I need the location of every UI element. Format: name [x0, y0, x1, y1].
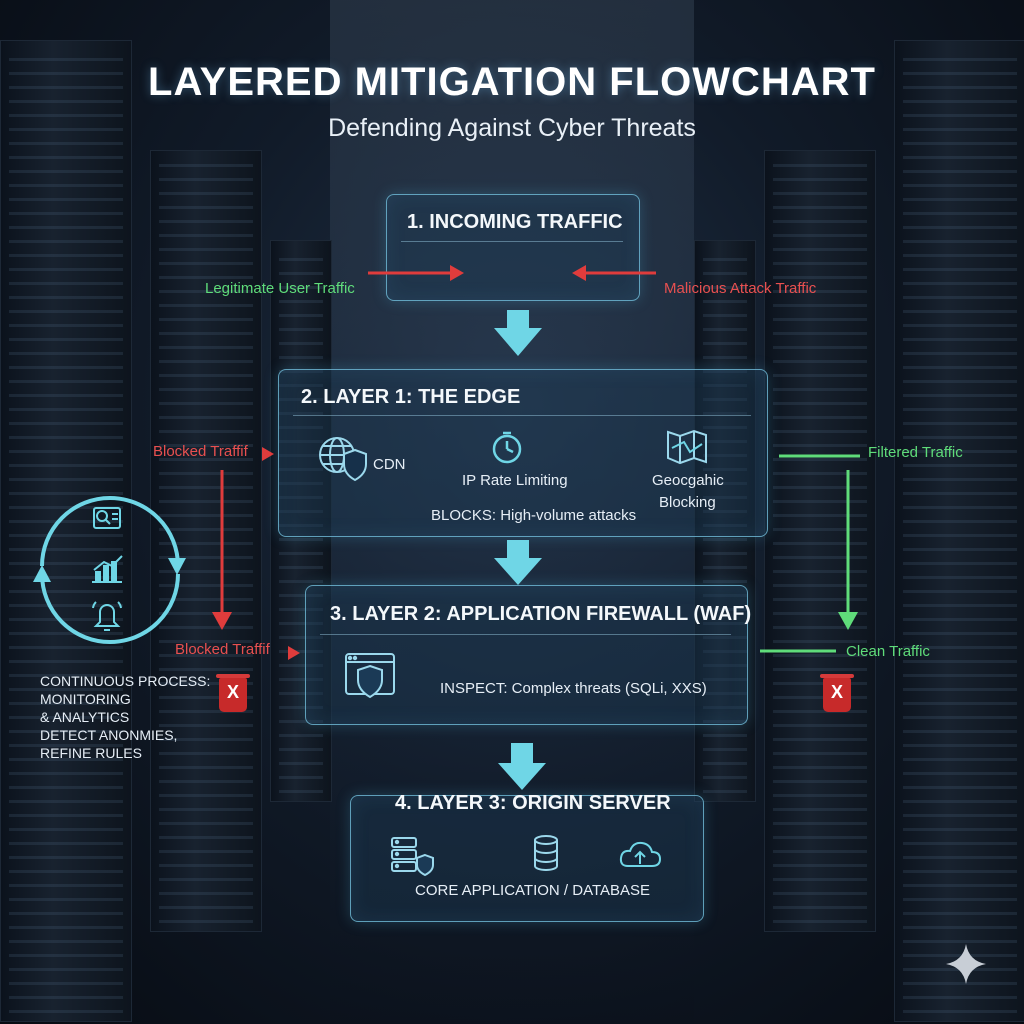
blocked-path-left [212, 447, 300, 660]
continuous-process-text: CONTINUOUS PROCESS: MONITORING & ANALYTI… [40, 672, 210, 762]
edge-divider [293, 415, 751, 416]
malicious-traffic-arrow [572, 265, 656, 281]
process-line-2: MONITORING [40, 691, 131, 707]
page-title: LAYERED MITIGATION FLOWCHART [148, 60, 876, 104]
analytics-chart-icon [92, 555, 123, 583]
cloud-upload-icon [619, 841, 662, 867]
incoming-divider [401, 241, 623, 242]
blocked-trash-bin-left: X [216, 674, 250, 712]
clean-traffic-label: Clean Traffic [846, 643, 930, 660]
continuous-cycle [33, 496, 186, 644]
blocked-traffic-label-2: Blocked Traffif [175, 641, 270, 658]
process-line-4: DETECT ANONMIES, [40, 727, 178, 743]
incoming-traffic-box: 1. INCOMING TRAFFIC [386, 194, 640, 301]
map-icon [667, 429, 707, 465]
server-shield-icon [391, 837, 434, 877]
legitimate-traffic-label: Legitimate User Traffic [205, 280, 355, 297]
waf-divider [320, 634, 731, 635]
page-subtitle: Defending Against Cyber Threats [328, 114, 696, 142]
waf-layer-box: 3. LAYER 2: APPLICATION FIREWALL (WAF) I… [305, 585, 752, 725]
process-line-5: REFINE RULES [40, 745, 142, 761]
browser-shield-icon [345, 653, 395, 699]
sparkle-icon [946, 944, 986, 984]
waf-layer-title: 3. LAYER 2: APPLICATION FIREWALL (WAF) [330, 603, 752, 625]
process-line-1: CONTINUOUS PROCESS: [40, 673, 211, 689]
clock-icon [492, 431, 522, 464]
blocked-traffic-label-1: Blocked Traffif [153, 443, 248, 460]
malicious-traffic-label: Malicious Attack Traffic [664, 280, 817, 297]
alert-bell-icon [92, 601, 122, 631]
edge-layer-title: 2. LAYER 1: THE EDGE [301, 386, 521, 408]
filtered-path-right [760, 454, 860, 653]
origin-server-title: 4. LAYER 3: ORIGIN SERVER [395, 792, 671, 814]
down-arrow-3 [498, 743, 546, 790]
bin-mark-left: X [226, 682, 239, 702]
down-arrow-1 [494, 310, 542, 356]
report-search-icon [93, 507, 121, 529]
process-line-3: & ANALYTICS [40, 709, 130, 725]
cdn-label: CDN [373, 456, 406, 473]
geo-blocking-label-1: Geocgahic [652, 472, 724, 489]
globe-shield-icon [319, 437, 367, 482]
core-application-label: CORE APPLICATION / DATABASE [415, 882, 651, 899]
filtered-traffic-label: Filtered Traffic [868, 444, 963, 461]
legit-traffic-arrow [368, 265, 464, 281]
edge-blocks-label: BLOCKS: High-volume attacks [431, 507, 637, 524]
bin-mark-right: X [830, 682, 843, 702]
ip-rate-limiting-label: IP Rate Limiting [462, 472, 568, 489]
incoming-traffic-title: 1. INCOMING TRAFFIC [407, 211, 623, 233]
waf-inspect-label: INSPECT: Complex threats (SQLi, XXS) [440, 680, 707, 697]
geo-blocking-label-2: Blocking [659, 494, 716, 511]
database-icon [534, 835, 558, 871]
blocked-trash-bin-right: X [820, 674, 854, 712]
down-arrow-2 [494, 540, 542, 585]
